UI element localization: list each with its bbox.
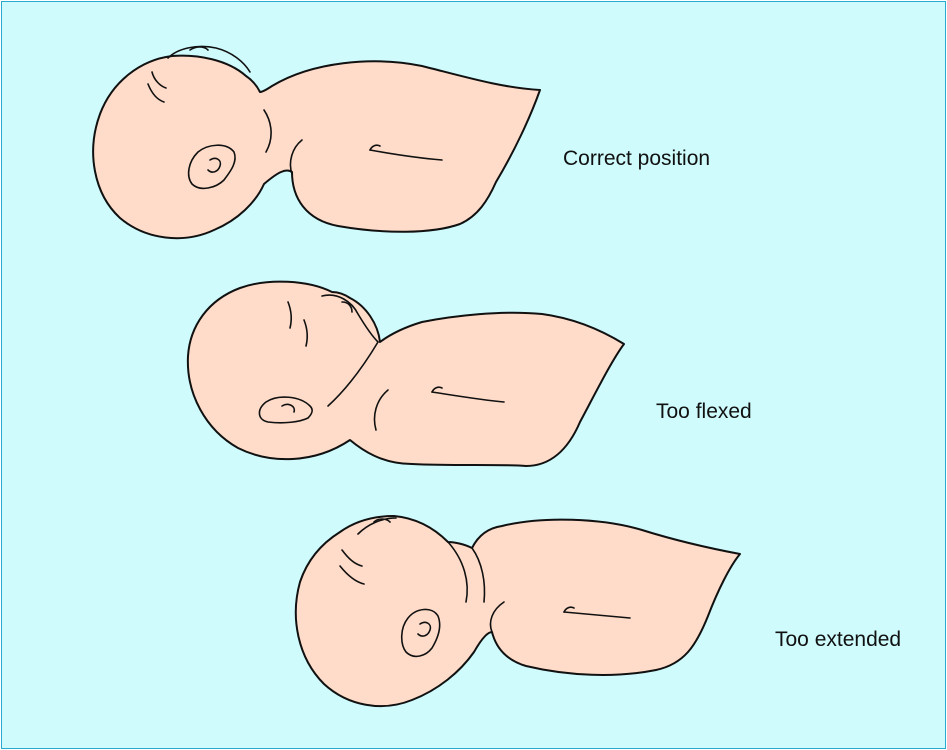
label-too-flexed: Too flexed [656, 400, 752, 424]
label-correct-position: Correct position [563, 147, 710, 171]
label-too-extended: Too extended [775, 628, 901, 652]
infant-extended-outline [296, 516, 740, 706]
